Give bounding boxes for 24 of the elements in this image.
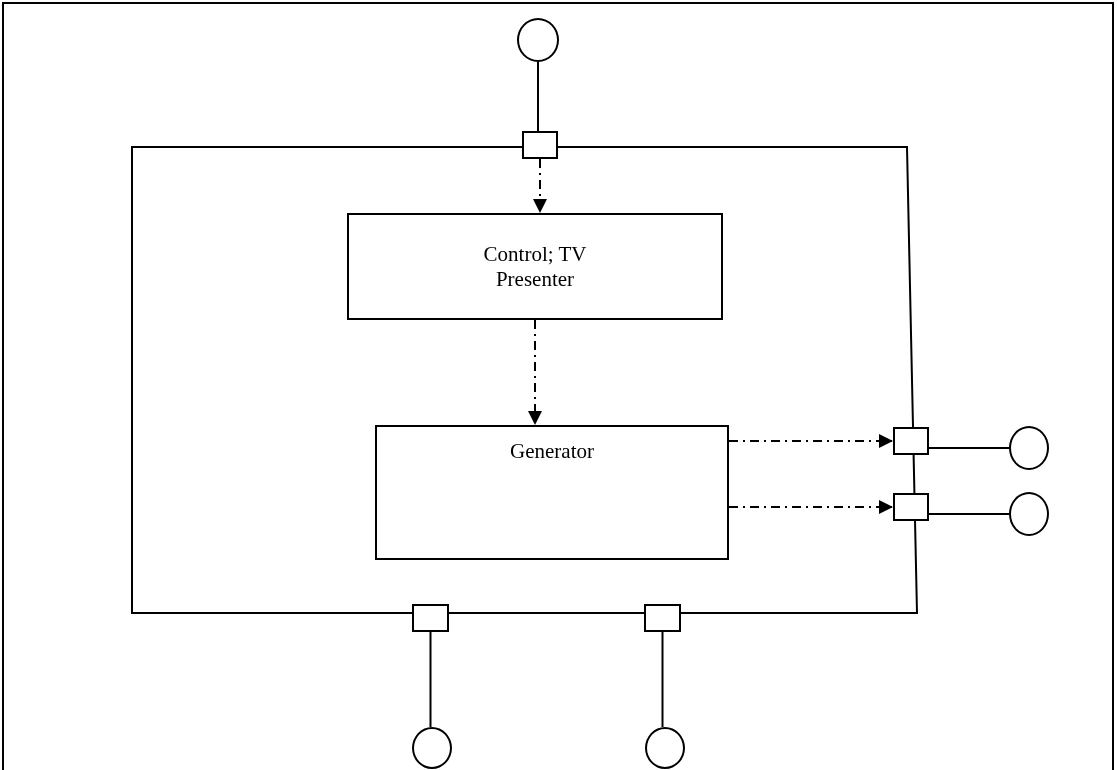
connector-line: [429, 631, 432, 728]
box-label: Control; TV Presenter: [482, 241, 588, 292]
process-box: [375, 425, 729, 560]
arrow: [533, 158, 547, 214]
port-circle: [645, 727, 685, 769]
connector-line: [661, 631, 664, 728]
port-box: [893, 427, 929, 455]
arrow: [528, 319, 542, 426]
process-box: [347, 213, 723, 320]
port-circle: [1009, 492, 1049, 536]
connector-line: [928, 447, 1010, 449]
port-box: [644, 604, 681, 632]
arrow: [728, 500, 894, 514]
system-block: [131, 146, 918, 614]
port-circle: [1009, 426, 1049, 470]
arrow: [728, 434, 894, 448]
box-label: Generator: [510, 439, 594, 464]
port-box: [522, 131, 558, 159]
connector-line: [537, 61, 539, 132]
port-circle: [517, 18, 559, 62]
port-box: [893, 493, 929, 521]
port-box: [412, 604, 449, 632]
port-circle: [412, 727, 452, 769]
connector-line: [928, 513, 1010, 515]
